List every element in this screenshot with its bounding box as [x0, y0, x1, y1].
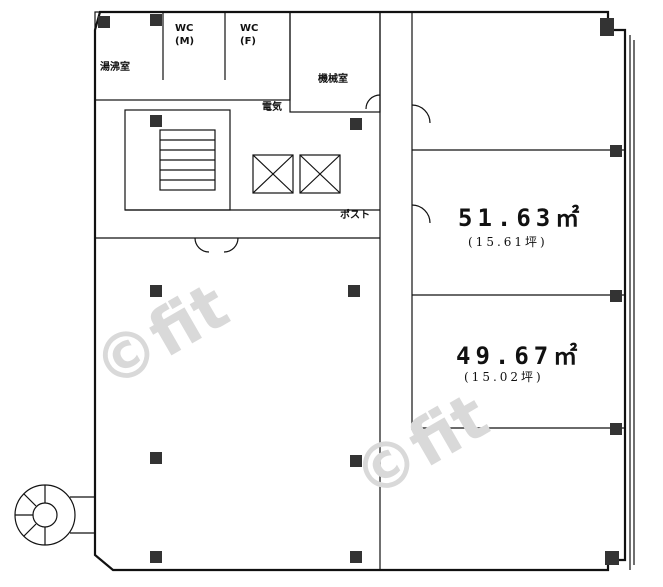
column — [150, 452, 162, 464]
door-arc — [365, 94, 381, 110]
elevator-2 — [299, 154, 341, 194]
column — [150, 285, 162, 297]
mechanical-room — [289, 11, 381, 113]
column — [350, 551, 362, 563]
door-arc — [194, 237, 210, 253]
elevator-2-x — [299, 154, 341, 194]
door-arc — [411, 104, 431, 124]
column — [610, 290, 622, 302]
wc-male-label: WC (M) — [175, 23, 195, 47]
column — [350, 455, 362, 467]
electric-room-label: 電気 — [262, 102, 282, 113]
column — [98, 16, 110, 28]
column — [150, 115, 162, 127]
column — [610, 423, 622, 435]
column — [600, 18, 614, 36]
elevator-1-x — [252, 154, 294, 194]
door-arc — [411, 204, 431, 224]
column — [150, 14, 162, 26]
unit-1-area: 51.63㎡ — [458, 204, 585, 232]
column — [350, 118, 362, 130]
door-arc — [223, 237, 239, 253]
column — [610, 145, 622, 157]
elevator-1 — [252, 154, 294, 194]
wc-female-label: WC (F) — [240, 23, 259, 47]
unit-2-area: 49.67㎡ — [456, 342, 583, 370]
unit-1-tsubo: (15.61坪) — [468, 235, 548, 249]
column — [150, 551, 162, 563]
spiral-stair-core — [32, 502, 58, 528]
column — [605, 551, 619, 565]
cleaning-room-label: 湯沸室 — [100, 62, 130, 73]
mechanical-room-label: 機械室 — [318, 74, 348, 85]
column — [348, 285, 360, 297]
post-label: ポスト — [340, 210, 370, 221]
unit-2-tsubo: (15.02坪) — [464, 370, 544, 384]
